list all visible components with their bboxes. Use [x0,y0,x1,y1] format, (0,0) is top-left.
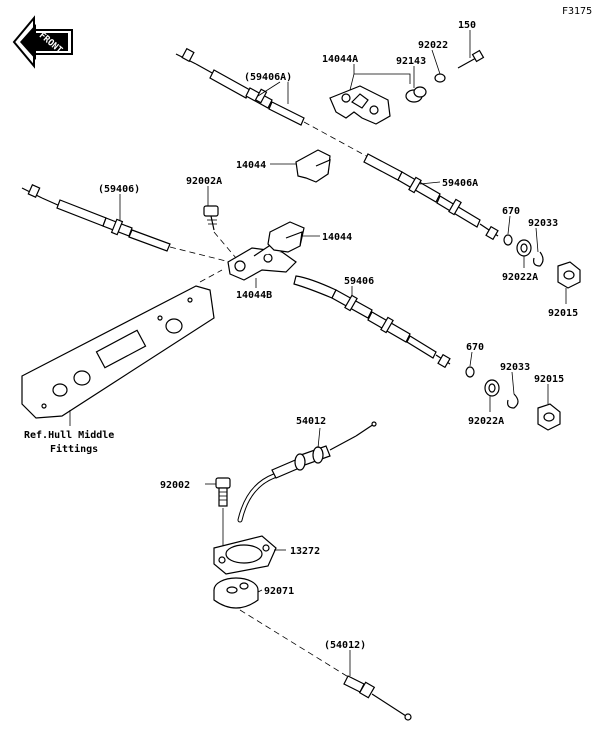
clip-92033-a [533,251,544,267]
label-14044-top: 14044 [236,160,266,171]
label-92002: 92002 [160,480,190,491]
nut-92015-a [557,261,581,289]
cable-59406A-rear [175,47,305,126]
label-92033-b: 92033 [500,362,530,373]
flange-13272 [213,535,277,575]
label-92022A-a: 92022A [502,272,538,283]
label-14044B: 14044B [236,290,272,301]
part-labels: 150 14044A 92022 92143 (59406A) 14044 59… [24,20,578,651]
label-670-b: 670 [466,342,484,353]
label-92071: 92071 [264,586,294,597]
cable-59406-front [293,275,451,369]
cable-59406-rear [21,184,171,252]
label-14044A: 14044A [322,54,358,65]
clamp-14044-top [295,149,331,183]
label-54012-paren: (54012) [324,640,366,651]
label-13272: 13272 [290,546,320,557]
hull-fittings-plate [21,285,215,419]
front-arrow-icon: FRONT [12,15,73,69]
label-92033-a: 92033 [528,218,558,229]
label-670-a: 670 [502,206,520,217]
cable-54012 [237,421,377,523]
cable-59406A-front [363,153,499,241]
label-92015-a: 92015 [548,308,578,319]
clamp-14044-mid [267,221,305,253]
nut-92015-b [537,403,561,431]
bolt-92002A [203,205,219,231]
label-92002A: 92002A [186,176,222,187]
washer-92022A-a-inner [520,243,528,253]
bolt-92002 [215,477,231,507]
ref-note-line2: Fittings [50,443,98,455]
oring-670-b [465,366,475,378]
grommet-92071 [213,577,259,609]
label-59406-paren: (59406) [98,184,140,195]
figure-code: F3175 [562,6,592,17]
label-92015-b: 92015 [534,374,564,385]
label-14044-mid: 14044 [322,232,352,243]
clip-92033-b [507,393,519,409]
label-92143: 92143 [396,56,426,67]
label-59406: 59406 [344,276,374,287]
washer-92022A-b-inner [488,383,496,393]
bracket-14044A [329,85,391,125]
oring-670-a [503,234,513,246]
label-92022A-b: 92022A [468,416,504,427]
label-92022: 92022 [418,40,448,51]
bolt-150 [457,49,485,69]
washer-92022 [434,73,446,83]
spacer-92143 [405,86,427,103]
label-54012: 54012 [296,416,326,427]
ref-note-line1: Ref.Hull Middle [24,429,114,441]
label-150: 150 [458,20,476,31]
label-59406A: 59406A [442,178,478,189]
leader-lines [69,30,567,676]
cable-54012-end [343,675,412,721]
label-59406A-paren: (59406A) [244,72,292,83]
